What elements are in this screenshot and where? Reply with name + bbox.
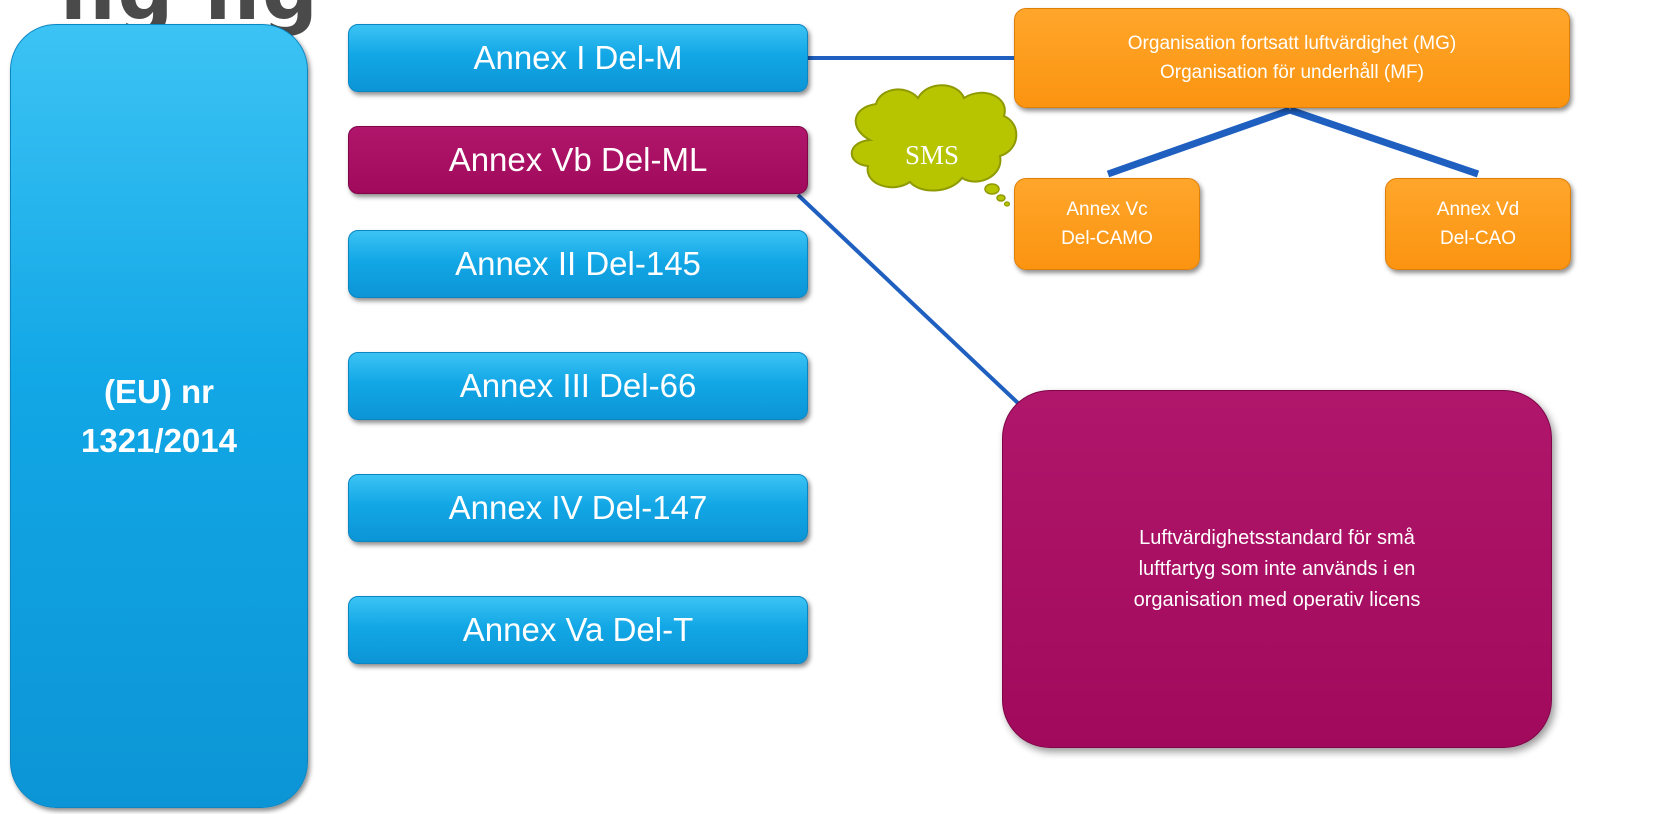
annex-vc-label: Annex Vc Del-CAMO	[1061, 198, 1153, 249]
annex-label: Annex IV Del-147	[448, 489, 708, 526]
annex-label: Annex III Del-66	[459, 367, 697, 404]
annex-vd-label: Annex Vd Del-CAO	[1436, 198, 1520, 249]
organisation-box: Organisation fortsatt luftvärdighet (MG)…	[1014, 8, 1570, 108]
annex-label: Annex Va Del-T	[462, 611, 694, 648]
annex-ii-del-145-box: Annex II Del-145	[348, 230, 808, 298]
airworthiness-standard-label: Luftvärdighetsstandard för små luftfarty…	[1133, 526, 1421, 611]
sms-label: SMS	[904, 140, 960, 170]
airworthiness-standard-box: Luftvärdighetsstandard för små luftfarty…	[1002, 390, 1552, 748]
annex-vd-del-cao-box: Annex Vd Del-CAO	[1385, 178, 1571, 270]
annex-iv-del-147-box: Annex IV Del-147	[348, 474, 808, 542]
annex-iii-del-66-box: Annex III Del-66	[348, 352, 808, 420]
annex-label: Annex II Del-145	[455, 245, 701, 282]
connector-annex-vb-to-standard	[796, 193, 1022, 407]
organisation-label: Organisation fortsatt luftvärdighet (MG)…	[1127, 32, 1457, 83]
annex-va-del-t-box: Annex Va Del-T	[348, 596, 808, 664]
regulation-label: (EU) nr 1321/2014	[81, 372, 237, 460]
annex-vb-del-ml-box: Annex Vb Del-ML	[348, 126, 808, 194]
annex-label: Annex Vb Del-ML	[448, 141, 708, 178]
annex-label: Annex I Del-M	[473, 39, 683, 76]
regulation-box: (EU) nr 1321/2014	[10, 24, 308, 808]
connector-organisation-to-camo	[1106, 106, 1292, 178]
annex-i-del-m-box: Annex I Del-M	[348, 24, 808, 92]
connector-organisation-to-cao	[1288, 106, 1480, 178]
annex-vc-del-camo-box: Annex Vc Del-CAMO	[1014, 178, 1200, 270]
